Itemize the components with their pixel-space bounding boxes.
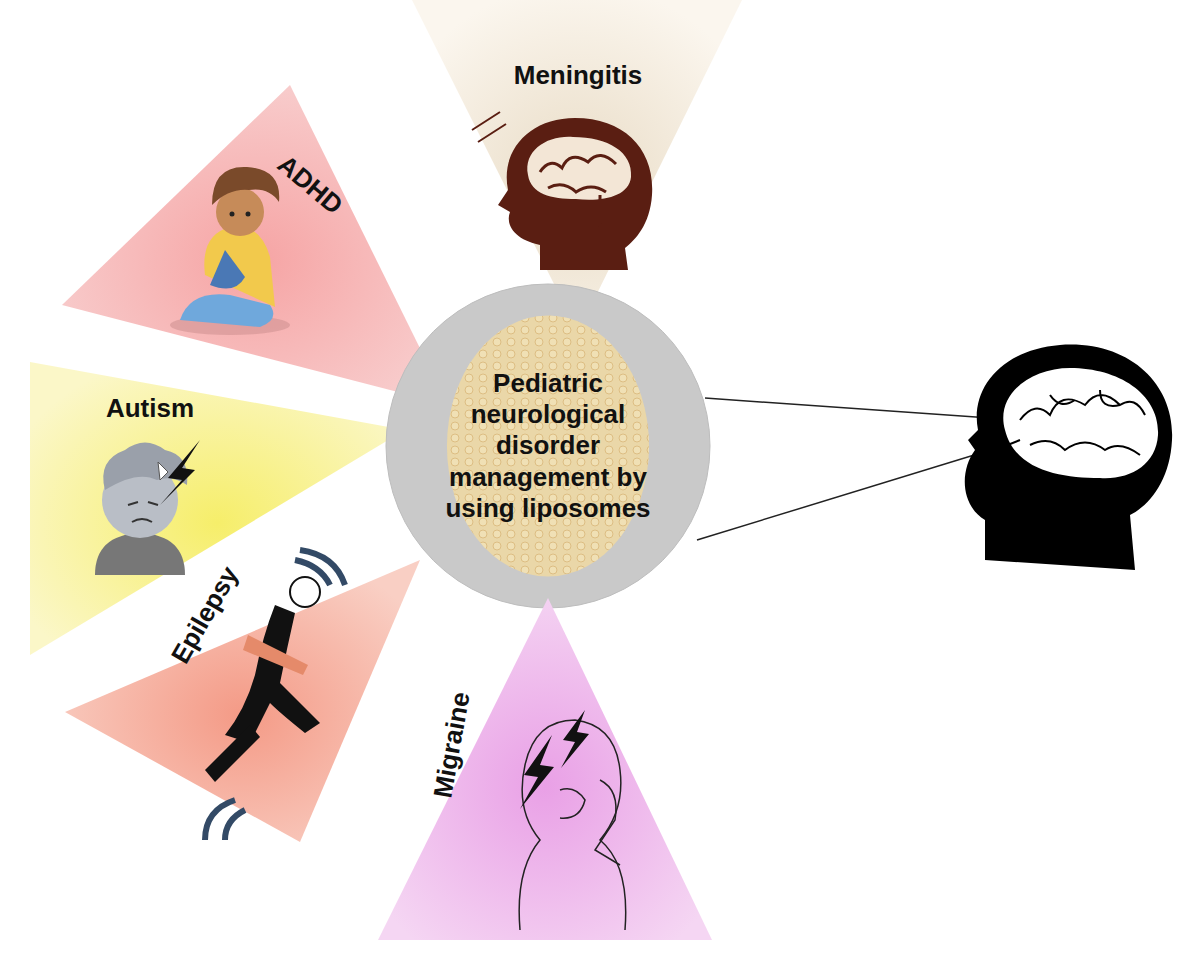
disorder-illustration — [472, 112, 652, 270]
disorder-illustration — [519, 710, 626, 930]
disorder-illustration — [95, 440, 200, 575]
disorder-wedge: Epilepsy — [58, 515, 428, 850]
center-circle: Pediatric neurological disorder manageme… — [385, 283, 711, 609]
disorder-label: Autism — [106, 393, 194, 424]
child-head-icon — [965, 345, 1172, 570]
center-title: Pediatric neurological disorder manageme… — [443, 368, 653, 524]
node-shape — [372, 590, 717, 945]
node-shape — [55, 80, 455, 410]
node-shape — [58, 515, 428, 850]
disorder-illustration — [170, 167, 290, 335]
disorder-label: Meningitis — [514, 60, 643, 91]
disorder-wedge: Migraine — [372, 590, 717, 945]
disorder-wedge: ADHD — [55, 80, 455, 410]
